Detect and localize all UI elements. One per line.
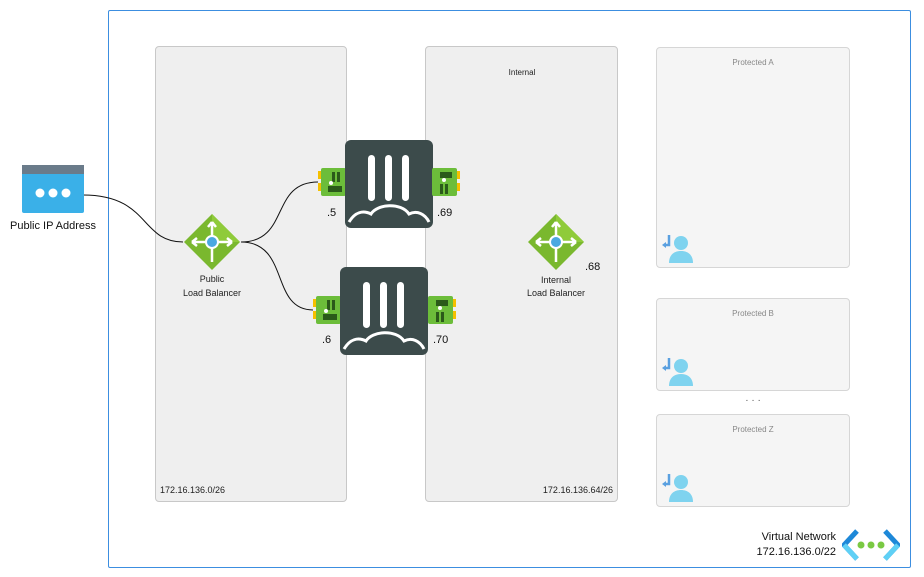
internal-subnet-cidr: 172.16.136.64/26 xyxy=(542,485,613,495)
fortigate-a-ext-ip: .5 xyxy=(327,207,337,219)
user-icon xyxy=(662,358,693,386)
fortigate-b-ext-ip: .6 xyxy=(322,334,332,346)
internal-load-balancer-icon[interactable] xyxy=(527,213,585,271)
nic-icon xyxy=(313,296,341,324)
fortigate-b-icon[interactable] xyxy=(340,267,428,355)
fortigate-b-int-ip: .70 xyxy=(433,334,449,346)
nic-icon xyxy=(432,168,460,196)
nic-icon xyxy=(428,296,456,324)
nic-icon xyxy=(318,168,346,196)
user-icon xyxy=(662,474,693,502)
ellipsis: · · · xyxy=(745,395,761,406)
user-icon xyxy=(662,235,693,263)
public-lb-label-1: Public xyxy=(199,274,225,284)
protected-subnet-a[interactable]: Protected A xyxy=(656,47,850,268)
fortigate-a-icon[interactable] xyxy=(345,140,433,228)
vnet-cidr: 172.16.136.0/22 xyxy=(756,546,836,558)
protected-b-title: Protected B xyxy=(732,309,774,318)
public-lb-label-2: Load Balancer xyxy=(182,288,242,298)
fortigate-a-int-ip: .69 xyxy=(437,207,453,219)
internal-lb-ip: .68 xyxy=(585,261,601,273)
virtual-network-boundary xyxy=(108,10,911,568)
external-subnet[interactable]: 172.16.136.0/26 xyxy=(155,46,347,502)
public-ip-icon[interactable] xyxy=(22,165,84,213)
internal-lb-label-1: Internal xyxy=(540,275,572,285)
internal-lb-label-2: Load Balancer xyxy=(526,288,586,298)
internal-subnet-title: Internal xyxy=(508,68,536,77)
external-subnet-cidr: 172.16.136.0/26 xyxy=(160,485,226,495)
public-ip-label: Public IP Address xyxy=(9,220,97,232)
protected-subnet-z[interactable]: Protected Z xyxy=(656,414,850,507)
protected-z-title: Protected Z xyxy=(732,425,774,434)
public-load-balancer-icon[interactable] xyxy=(183,213,241,271)
vnet-title: Virtual Network xyxy=(761,531,836,543)
protected-a-title: Protected A xyxy=(732,58,774,67)
protected-subnet-b[interactable]: Protected B xyxy=(656,298,850,391)
virtual-network-icon xyxy=(842,529,900,561)
